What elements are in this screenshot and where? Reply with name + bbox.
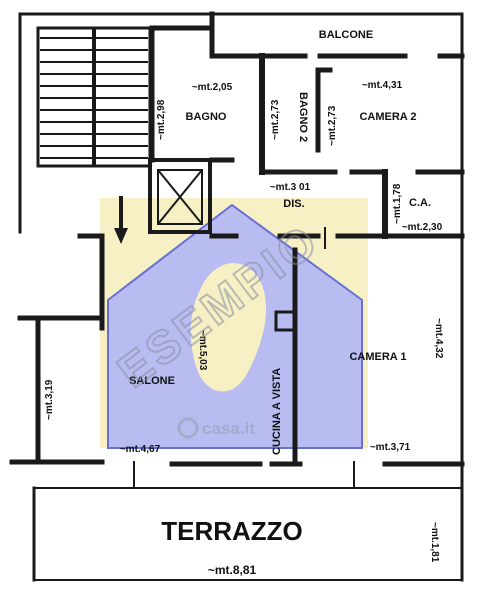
dim-dis-width: ~mt.3 01 — [270, 182, 311, 193]
room-label-bagno-2: BAGNO 2 — [297, 92, 309, 142]
dim-bagno-height: ~mt.2,98 — [156, 99, 167, 140]
room-label-terrazzo: TERRAZZO — [161, 516, 303, 546]
house-map-blob — [190, 263, 267, 392]
dim-terrazzo-height: ~mt.1,81 — [429, 522, 440, 563]
dim-salone-left-height: ~mt.3,19 — [44, 379, 55, 420]
dim-camera1-width: ~mt.3,71 — [370, 442, 411, 453]
dim-salone-height: ~mt.5,03 — [197, 330, 208, 371]
watermark-brand: casa.it — [177, 417, 255, 439]
elevator-shaft — [148, 158, 212, 234]
dim-ca-height: ~mt.1,78 — [392, 183, 403, 224]
dim-ca-width: ~mt.2,30 — [402, 222, 443, 233]
elevator-cabin — [157, 169, 203, 225]
room-label-camera-2: CAMERA 2 — [359, 111, 416, 123]
stairs-steps — [40, 37, 148, 159]
dim-camera2-width: ~mt.4,31 — [362, 80, 403, 91]
watermark-house — [100, 198, 368, 449]
dim-camera1-height: ~mt.4,32 — [433, 318, 444, 359]
dim-terrazzo-width: ~mt.8,81 — [208, 563, 257, 577]
room-label-dis: DIS. — [283, 198, 304, 210]
brand-logo-icon — [177, 417, 199, 439]
elevator — [148, 158, 212, 234]
room-label-cucina: CUCINA A VISTA — [271, 368, 283, 455]
dim-salone-width: ~mt.4,67 — [120, 444, 161, 455]
room-label-camera-1: CAMERA 1 — [349, 351, 406, 363]
room-label-bagno: BAGNO — [186, 111, 227, 123]
room-label-ca: C.A. — [409, 197, 431, 209]
brand-text: casa.it — [202, 419, 255, 438]
entrance-arrow-icon — [114, 196, 128, 244]
elevator-cross-b — [157, 169, 203, 225]
kitchen-pillar — [274, 310, 296, 332]
walls — [9, 11, 465, 582]
room-label-salone: SALONE — [129, 375, 175, 387]
dim-bagno2-height-2: ~mt.2,73 — [327, 105, 338, 146]
room-label-balcone: BALCONE — [319, 29, 373, 41]
dim-bagno2-height-1: ~mt.2,73 — [270, 99, 281, 140]
dim-bagno-width: ~mt.2,05 — [192, 82, 233, 93]
stairs — [36, 26, 152, 168]
